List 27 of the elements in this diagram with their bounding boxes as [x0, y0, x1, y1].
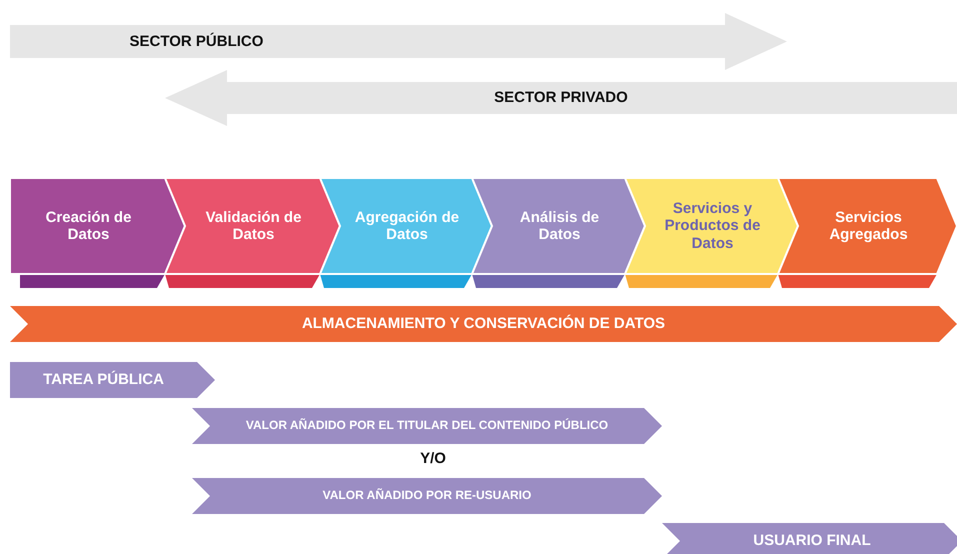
- stage-label: Servicios Agregados: [828, 208, 909, 244]
- band-label: SECTOR PÚBLICO: [130, 32, 264, 50]
- stage-label: Validación de Datos: [204, 208, 302, 244]
- role-banner: [192, 478, 662, 514]
- stage-label: Agregación de Datos: [354, 208, 460, 244]
- stage-label: Creación de Datos: [44, 208, 132, 244]
- storage-band: [10, 306, 957, 342]
- role-banner: [662, 523, 957, 554]
- stage-block: [320, 178, 492, 288]
- band-label: ALMACENAMIENTO Y CONSERVACIÓN DE DATOS: [302, 315, 666, 333]
- stage-block: [472, 178, 645, 288]
- band-label: VALOR AÑADIDO POR RE-USUARIO: [322, 489, 532, 503]
- stage-block: [625, 178, 798, 288]
- stage-block: [165, 178, 340, 288]
- band-label: TAREA PÚBLICA: [43, 371, 164, 389]
- stage-label: Servicios y Productos de Datos: [664, 200, 762, 252]
- stage-label: Análisis de Datos: [518, 208, 600, 244]
- sector-arrow: [165, 70, 957, 126]
- band-label: USUARIO FINAL: [753, 532, 871, 550]
- band-label: SECTOR PRIVADO: [494, 89, 628, 107]
- connector-word: Y/O: [419, 450, 447, 467]
- stage-block: [10, 178, 185, 288]
- band-label: VALOR AÑADIDO POR EL TITULAR DEL CONTENIDO PÚBLICO: [246, 419, 608, 433]
- sector-arrow: [10, 13, 787, 70]
- role-banner: [192, 408, 662, 444]
- role-banner: [10, 362, 215, 398]
- stage-block: [778, 178, 957, 288]
